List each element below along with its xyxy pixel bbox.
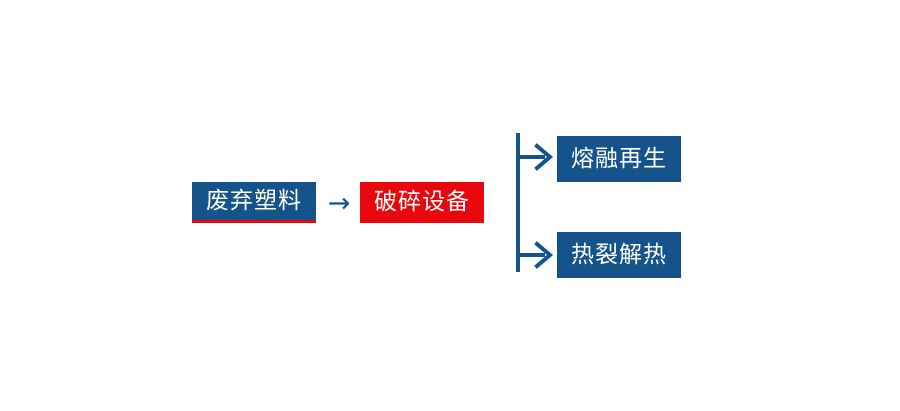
node-crushing-equipment[interactable]: 破碎设备 <box>360 182 484 223</box>
node-waste-plastic-label: 废弃塑料 <box>206 187 302 214</box>
branch-lower-arrowhead-icon <box>534 241 554 269</box>
node-waste-plastic[interactable]: 废弃塑料 <box>192 182 316 223</box>
arrow-right-icon: → <box>327 187 351 219</box>
branch-upper-arrowhead-icon <box>534 143 554 171</box>
node-crushing-equipment-label: 破碎设备 <box>374 189 470 215</box>
node-pyrolysis[interactable]: 热裂解热 <box>557 232 681 278</box>
branch-connector-svg <box>516 133 554 272</box>
node-melt-regeneration-label: 熔融再生 <box>571 145 667 172</box>
node-melt-regeneration[interactable]: 熔融再生 <box>557 136 681 182</box>
branch-connector <box>505 125 565 285</box>
node-pyrolysis-label: 热裂解热 <box>571 241 667 268</box>
